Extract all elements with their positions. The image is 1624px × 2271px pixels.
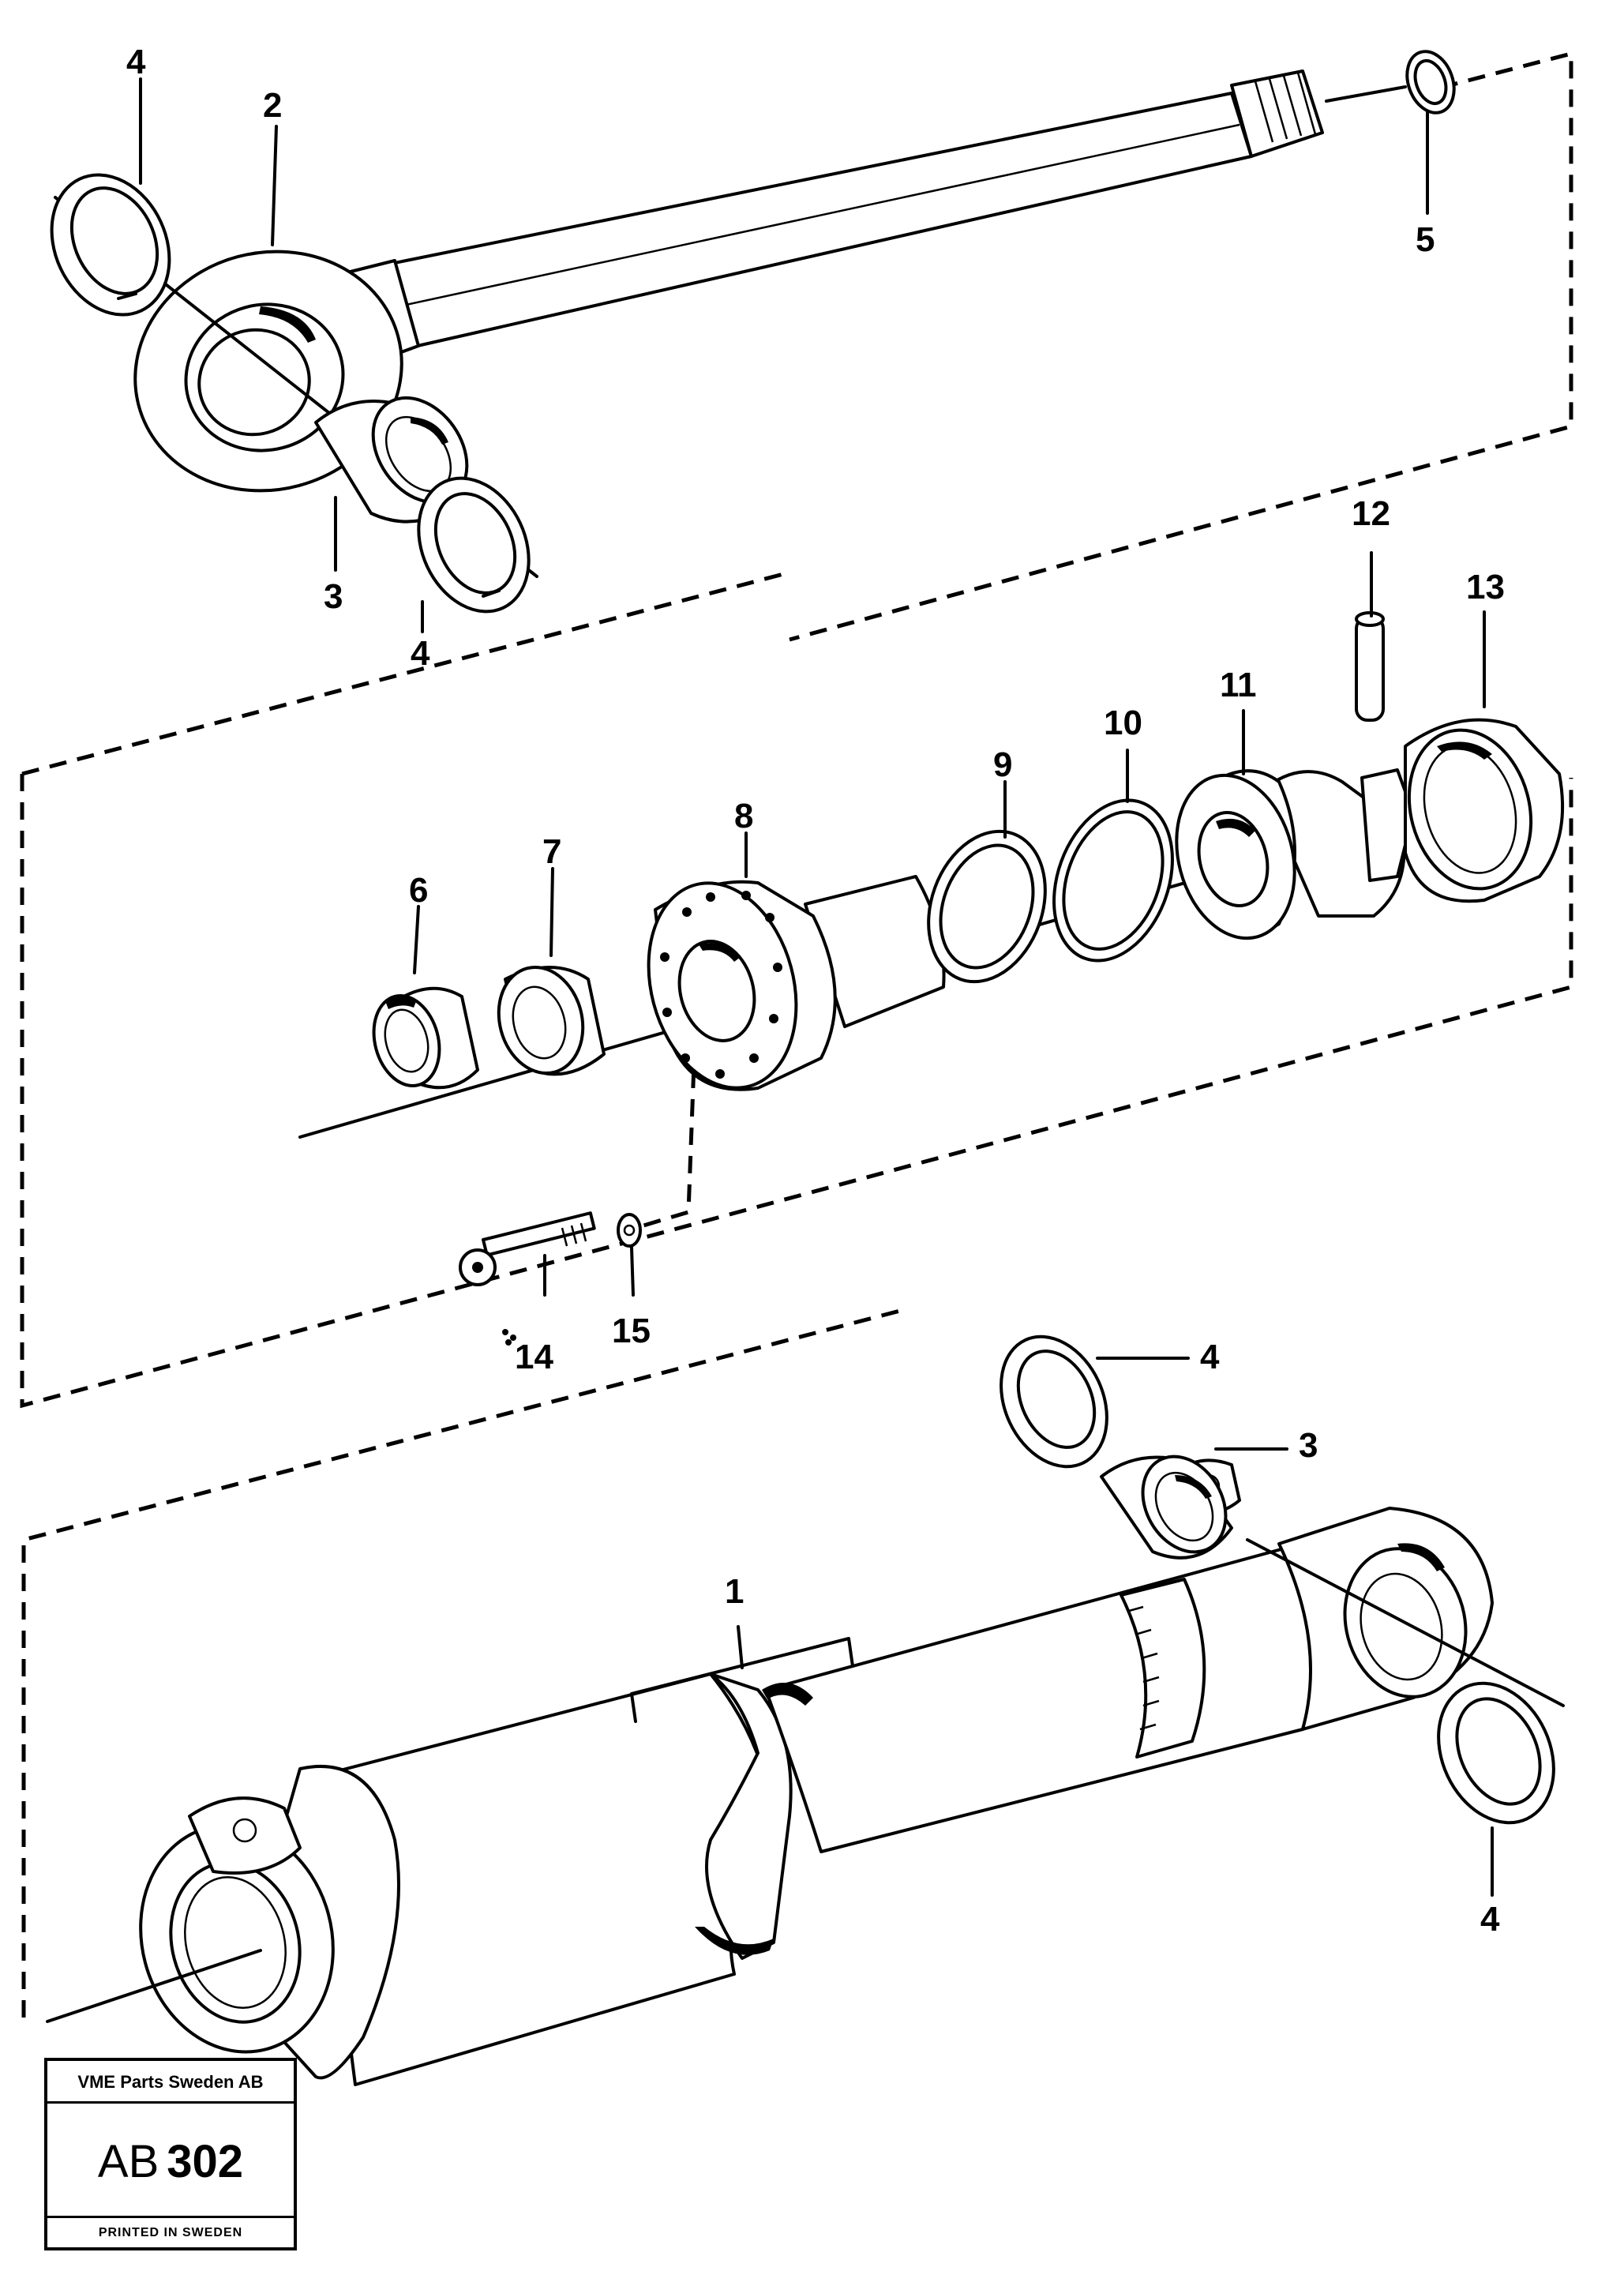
lock-pin-12 bbox=[1355, 611, 1385, 722]
wiper-7 bbox=[497, 965, 606, 1076]
callout-15: 15 bbox=[612, 1312, 651, 1350]
piston-11 bbox=[1175, 768, 1415, 940]
bushing-3-lower bbox=[1100, 1455, 1233, 1560]
callout-4-top-middle: 4 bbox=[411, 634, 430, 673]
stamp-company-name: VME Parts Sweden AB bbox=[47, 2061, 294, 2104]
retaining-ring-4-top-left bbox=[50, 173, 171, 317]
callout-9: 9 bbox=[993, 745, 1012, 784]
callout-4-lower-top: 4 bbox=[1200, 1338, 1220, 1376]
callout-12: 12 bbox=[1352, 494, 1390, 533]
bolt-14 bbox=[459, 1211, 596, 1346]
retaining-ring-4-lower-top bbox=[1000, 1334, 1108, 1469]
seal-ring-10 bbox=[1052, 798, 1174, 963]
callout-8: 8 bbox=[734, 797, 753, 835]
callout-2: 2 bbox=[263, 86, 282, 125]
bolt-leader-dashed bbox=[635, 1042, 697, 1230]
callout-4-top-left: 4 bbox=[126, 43, 146, 81]
callout-5: 5 bbox=[1416, 220, 1435, 259]
washer-15 bbox=[617, 1213, 642, 1248]
callout-7: 7 bbox=[542, 832, 561, 871]
callout-14: 14 bbox=[515, 1338, 553, 1376]
stamp-code-prefix: AB bbox=[97, 2136, 159, 2187]
callout-13: 13 bbox=[1466, 568, 1505, 606]
leader-lines bbox=[139, 77, 1494, 1897]
retaining-ring-5 bbox=[1405, 50, 1456, 114]
cylinder-head-8 bbox=[647, 875, 946, 1091]
callout-6: 6 bbox=[409, 871, 428, 910]
retaining-ring-4-lower-right bbox=[1437, 1681, 1555, 1825]
seal-ring-9 bbox=[927, 829, 1047, 984]
retaining-ring-4-top-middle bbox=[417, 476, 531, 614]
seal-6 bbox=[372, 986, 479, 1090]
cylinder-tube bbox=[46, 1458, 1565, 2086]
callout-3-lower: 3 bbox=[1299, 1426, 1318, 1465]
callout-11: 11 bbox=[1220, 666, 1257, 704]
stamp-code-number: 302 bbox=[167, 2136, 244, 2187]
group-frame-piston-rod bbox=[789, 51, 1573, 642]
piston-seal-13 bbox=[1404, 718, 1565, 903]
stamp-printed-note: PRINTED IN SWEDEN bbox=[47, 2216, 294, 2247]
group-frame-cylinder-tube bbox=[21, 1308, 901, 2018]
callout-1: 1 bbox=[725, 1572, 744, 1611]
callout-4-lower-right: 4 bbox=[1480, 1900, 1500, 1939]
callout-10: 10 bbox=[1104, 704, 1142, 742]
callout-3-top: 3 bbox=[324, 577, 343, 616]
callouts: 1 2 3 3 4 4 4 4 5 6 7 8 9 10 11 12 13 14… bbox=[126, 43, 1505, 1939]
piston-rod bbox=[54, 69, 1407, 578]
group-frame-piston-head bbox=[20, 570, 1573, 1409]
